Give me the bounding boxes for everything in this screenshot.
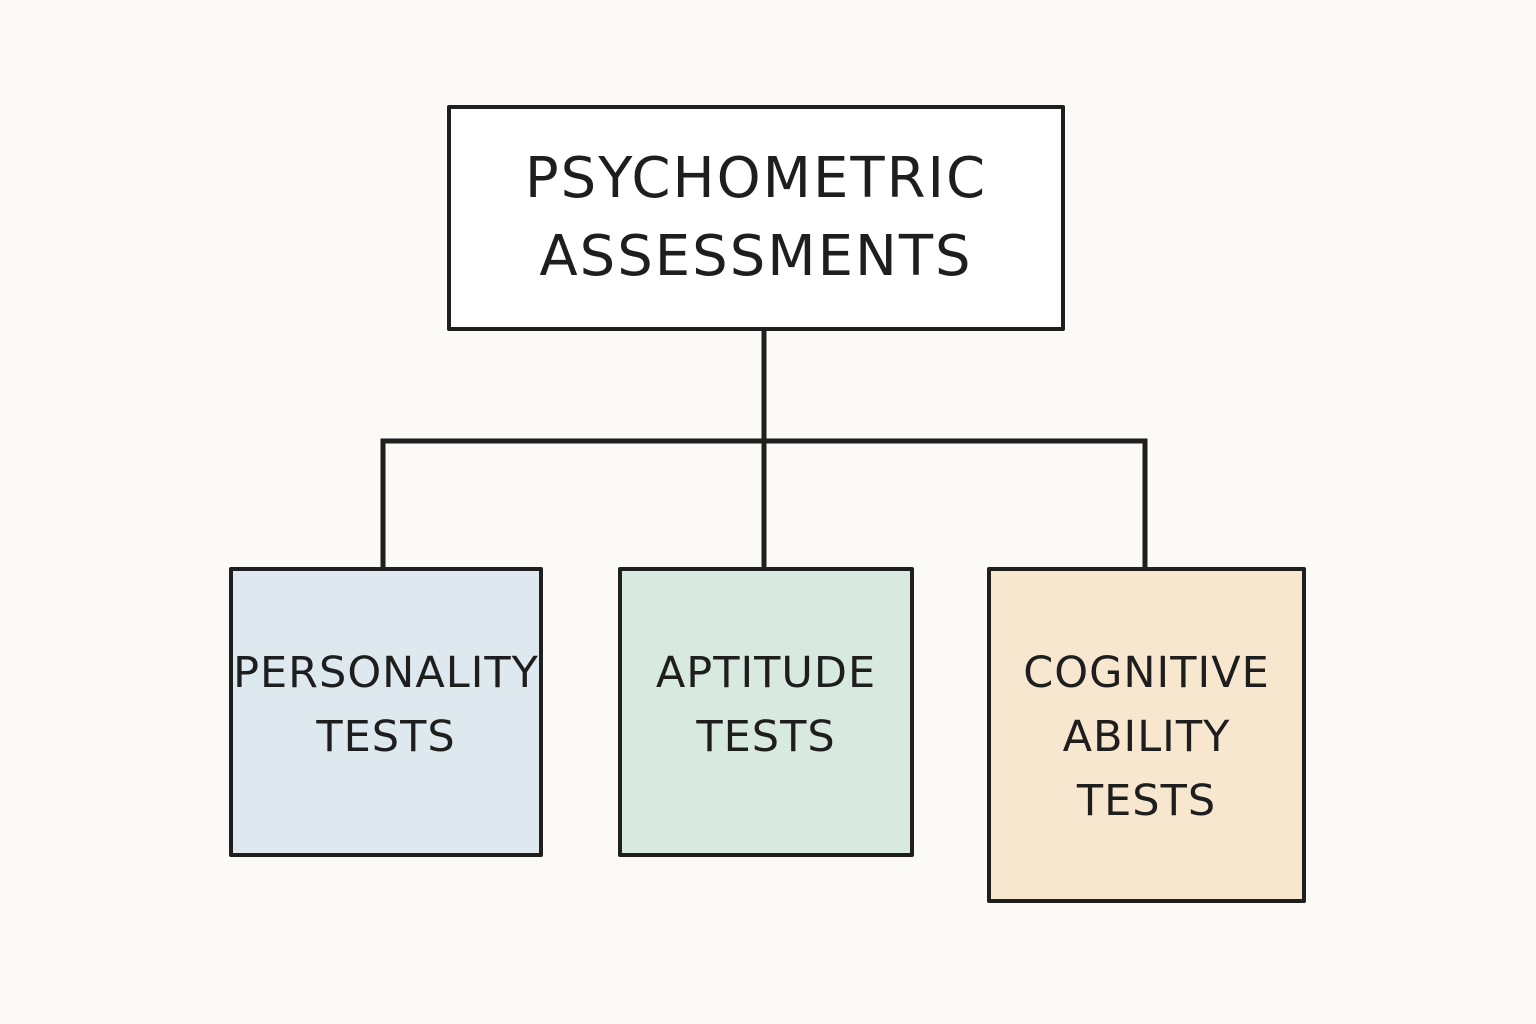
node-cognitive-ability-tests: COGNITIVE ABILITY TESTS (987, 567, 1306, 903)
root-node-label-line-1: PSYCHOMETRIC (524, 146, 988, 211)
root-node-label-line-2: ASSESSMENTS (539, 224, 973, 289)
root-node-psychometric-assessments: PSYCHOMETRIC ASSESSMENTS (447, 105, 1065, 331)
cognitive-label-line-2: ABILITY (1062, 712, 1231, 762)
cognitive-label-line-3: TESTS (1076, 776, 1217, 826)
cognitive-label-line-1: COGNITIVE (1023, 648, 1270, 698)
node-aptitude-tests: APTITUDE TESTS (618, 567, 914, 857)
node-personality-tests: PERSONALITY TESTS (229, 567, 543, 857)
personality-label-line-2: TESTS (316, 712, 456, 762)
personality-label-line-1: PERSONALITY (233, 648, 539, 698)
aptitude-label-line-2: TESTS (696, 712, 836, 762)
aptitude-label-line-1: APTITUDE (655, 648, 877, 698)
